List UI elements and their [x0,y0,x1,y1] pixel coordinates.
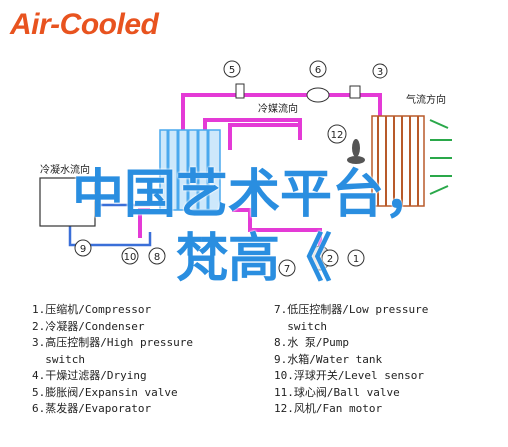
legend-item-compressor: 1.压缩机/Compressor [32,303,152,316]
air-flow-label: 气流方向 [406,93,446,106]
svg-text:10: 10 [124,252,137,263]
watermark-line-2: 梵高《 [175,229,332,289]
water-pipes [68,203,152,247]
legend-right-column: 7.低压控制器/Low pressure switch 8.水 泵/Pump 9… [274,302,499,418]
svg-text:1: 1 [353,254,359,265]
svg-text:12: 12 [331,130,344,141]
refrigeration-diagram: 5 6 3 12 9 8 10 7 2 1 冷媒流向 气流方向 冷凝水流向 [39,60,452,277]
legend-left-column: 1.压缩机/Compressor 2.冷凝器/Condenser 3.高压控制器… [32,302,257,418]
legend-item-fan-motor: 12.风机/Fan motor [274,402,383,415]
legend-item-low-pressure-switch: 7.低压控制器/Low pressure switch [274,303,429,333]
svg-text:5: 5 [229,65,235,76]
fan-shape [347,139,365,164]
condensate-flow-label: 冷凝水流向 [40,163,90,176]
condenser-coil [371,115,425,207]
legend-item-high-pressure-switch: 3.高压控制器/High pressure switch [32,336,193,366]
watermark-line-1: 中国艺术平台， [71,165,436,225]
evaporator-coil [159,129,221,211]
callout-6: 6 [309,60,327,78]
legend-item-level-sensor: 10.浮球开关/Level sensor [274,369,424,382]
svg-text:7: 7 [284,264,290,275]
callout-9: 9 [74,239,92,257]
svg-text:3: 3 [377,67,383,78]
air-flow-arrows [429,119,452,195]
callout-8: 8 [148,247,166,265]
legend-item-condenser: 2.冷凝器/Condenser [32,319,145,333]
callout-12: 12 [327,124,347,144]
svg-text:9: 9 [80,244,86,255]
legend-item-drying: 4.干燥过滤器/Drying [32,369,147,382]
brand-title: Air-Cooled [10,8,159,41]
compressor-flow-label: 冷媒流向 [258,102,298,115]
legend-item-expansion-valve: 5.膨胀阀/Expansin valve [32,385,178,399]
svg-text:6: 6 [315,65,321,76]
callout-3: 3 [372,63,388,79]
callout-2: 2 [321,249,339,267]
legend-item-water-tank: 9.水箱/Water tank [274,352,383,366]
legend-item-ball-valve: 11.球心阀/Ball valve [274,385,400,399]
svg-text:2: 2 [327,254,333,265]
legend-item-evaporator: 6.蒸发器/Evaporator [32,402,152,415]
watermark: 中国艺术平台， 梵高《 [34,163,474,291]
water-tank [39,177,96,227]
svg-text:8: 8 [154,252,160,263]
callout-7: 7 [278,259,296,277]
callout-10: 10 [121,247,139,265]
valve-symbols [235,83,361,103]
legend-item-pump: 8.水 泵/Pump [274,336,349,349]
callout-5: 5 [223,60,241,78]
callout-1: 1 [347,249,365,267]
